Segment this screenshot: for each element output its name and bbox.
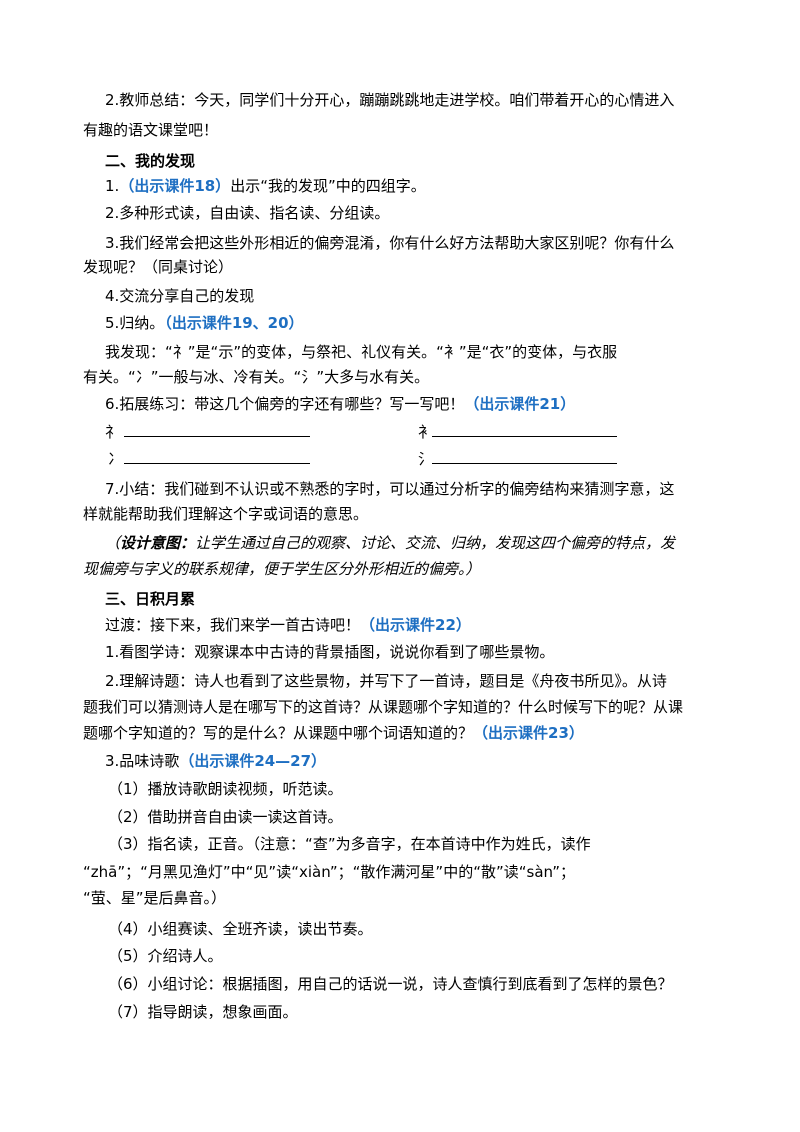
sub-step: （5）介绍诗人。 (108, 947, 223, 965)
courseware-ref: （出示课件18） (119, 177, 231, 195)
step-line: 题哪个字知道的？写的是什么？从课题中哪个词语知道的？（出示课件23） (83, 722, 584, 744)
sub-step: （1）播放诗歌朗读视频，听范读。 (108, 780, 343, 798)
step-line: 2.理解诗题：诗人也看到了这些景物，并写下了一首诗，题目是《舟夜书所见》。从诗 (105, 672, 667, 690)
paragraph-line: 2.教师总结：今天，同学们十分开心，蹦蹦跳跳地走进学校。咱们带着开心的心情进入 (105, 91, 675, 109)
step-text: 5.归纳。 (105, 314, 165, 332)
design-intent-label: 设计意图： (120, 534, 196, 552)
sub-step: （3）指名读，正音。（注意：“查”为多音字，在本首诗中作为姓氏，读作 (108, 835, 591, 853)
sub-step: （4）小组赛读、全班齐读，读出节奏。 (108, 920, 373, 938)
step-text: 题哪个字知道的？写的是什么？从课题中哪个词语知道的？ (83, 724, 474, 742)
courseware-ref: （出示课件23） (473, 724, 584, 742)
step-number: 1. (105, 177, 120, 195)
step-line: 题我们可以猜测诗人是在哪写下的这首诗？从课题哪个字知道的？什么时候写下的呢？从课 (83, 698, 684, 716)
sub-step: “萤、星”是后鼻音。） (83, 889, 227, 907)
design-intent: （设计意图：让学生通过自己的观察、讨论、交流、归纳，发现这四个偏旁的特点，发 (105, 532, 675, 554)
section-heading: 二、我的发现 (105, 152, 196, 170)
transition-line: 过渡：接下来，我们来学一首古诗吧！（出示课件22） (105, 614, 471, 636)
design-intent: 现偏旁与字义的联系规律，便于学生区分外形相近的偏旁。） (83, 560, 481, 578)
step-line: 5.归纳。（出示课件19、20） (105, 312, 304, 334)
answer-blank[interactable] (124, 463, 310, 464)
step-text: 3.品味诗歌 (105, 752, 180, 770)
step-text: 出示“我的发现”中的四组字。 (230, 177, 426, 195)
design-intent-text: 让学生通过自己的观察、讨论、交流、归纳，发现这四个偏旁的特点，发 (195, 534, 676, 552)
sub-step: （7）指导朗读，想象画面。 (108, 1003, 298, 1021)
radical-label: 礻 (105, 423, 121, 441)
step-line: 7.小结：我们碰到不认识或不熟悉的字时，可以通过分析字的偏旁结构来猜测字意，这 (105, 480, 675, 498)
step-line: 发现呢？（同桌讨论） (83, 258, 234, 276)
sub-step: （2）借助拼音自由读一读这首诗。 (108, 808, 343, 826)
step-line: 3.我们经常会把这些外形相近的偏旁混淆，你有什么好方法帮助大家区别呢？你有什么 (105, 234, 675, 252)
answer-blank[interactable] (124, 436, 310, 437)
step-line: 1.看图学诗：观察课本中古诗的背景插图，说说你看到了哪些景物。 (105, 643, 555, 661)
courseware-ref: （出示课件21） (464, 395, 576, 413)
step-line: 4.交流分享自己的发现 (105, 287, 255, 305)
answer-blank[interactable] (432, 436, 617, 437)
step-line: 3.品味诗歌（出示课件24—27） (105, 750, 326, 772)
section-heading: 三、日积月累 (105, 590, 196, 608)
courseware-ref: （出示课件24—27） (179, 752, 327, 770)
paragraph-line: 有趣的语文课堂吧！ (83, 121, 219, 139)
radical-label: 冫 (108, 450, 124, 468)
answer-blank[interactable] (432, 463, 617, 464)
finding-line: 有关。“冫”一般与冰、冷有关。“氵”大多与水有关。 (83, 368, 430, 386)
step-line: 2.多种形式读，自由读、指名读、分组读。 (105, 204, 390, 222)
courseware-ref: （出示课件22） (360, 616, 471, 634)
transition-text: 过渡：接下来，我们来学一首古诗吧！ (105, 616, 361, 634)
step-line: 1.（出示课件18）出示“我的发现”中的四组字。 (105, 175, 426, 197)
step-text: 6.拓展练习：带这几个偏旁的字还有哪些？写一写吧！ (105, 395, 465, 413)
courseware-ref: （出示课件19、20） (164, 314, 304, 332)
sub-step: （6）小组讨论：根据插图，用自己的话说一说，诗人查慎行到底看到了怎样的景色？ (108, 975, 673, 993)
finding-line: 我发现：“礻”是“示”的变体，与祭祀、礼仪有关。“衤”是“衣”的变体，与衣服 (105, 343, 618, 361)
radical-label: 氵 (418, 450, 434, 468)
paren: （ (105, 534, 121, 552)
radical-label: 衤 (418, 423, 434, 441)
step-line: 样就能帮助我们理解这个字或词语的意思。 (83, 505, 369, 523)
sub-step: “zhā”；“月黑见渔灯”中“见”读“xiàn”；“散作满河星”中的“散”读“s… (83, 863, 575, 881)
step-line: 6.拓展练习：带这几个偏旁的字还有哪些？写一写吧！（出示课件21） (105, 393, 575, 415)
